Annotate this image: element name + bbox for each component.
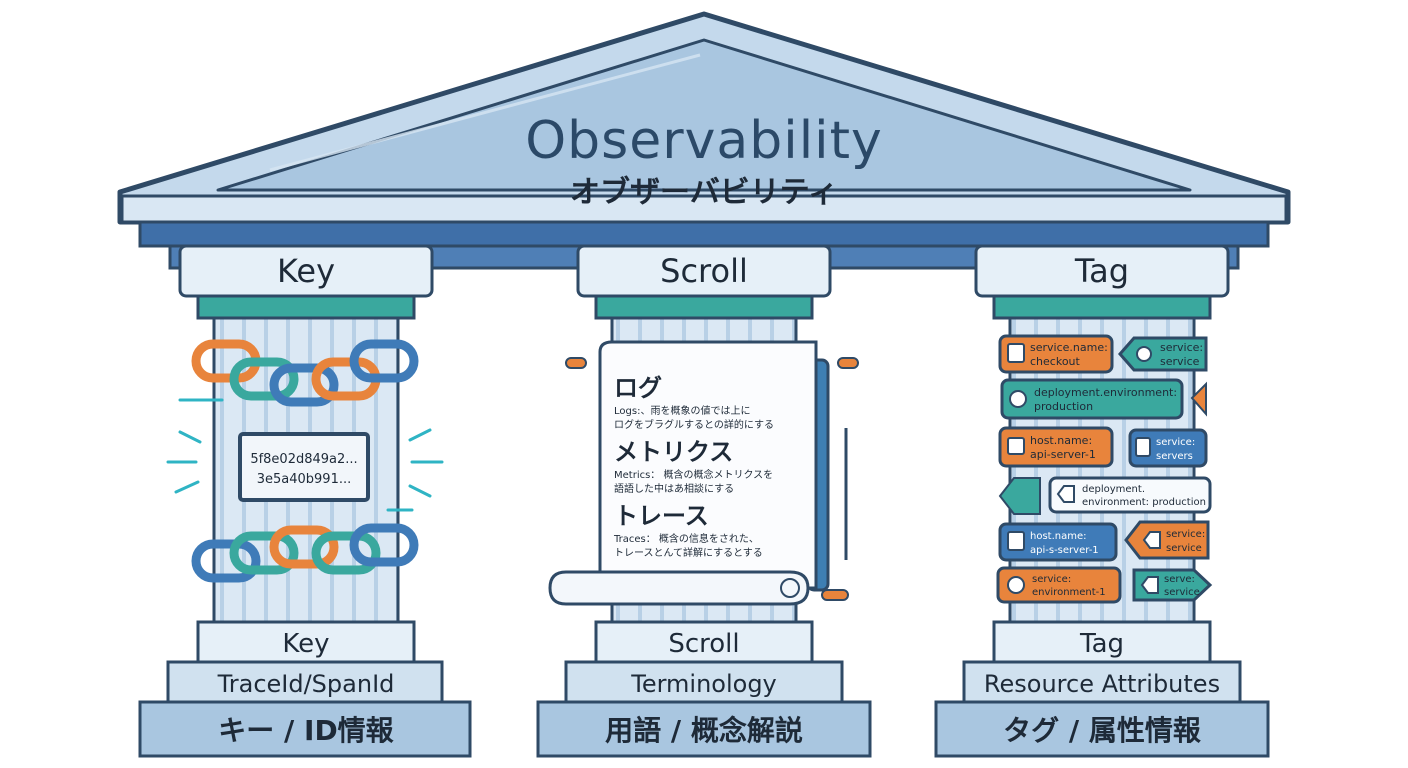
svg-text:host.name:: host.name: xyxy=(1030,434,1092,447)
svg-text:service:: service: xyxy=(1032,574,1071,585)
svg-text:deployment.: deployment. xyxy=(1082,484,1145,495)
pillar-tag-base-label: Tag xyxy=(1079,629,1124,659)
resource-tag: deployment. environment: production xyxy=(1048,476,1212,514)
tag-decor xyxy=(1190,381,1207,417)
pillar-scroll: Scroll ログ Logs:、雨を概象の値では上に ログをブラグルするとの詳的… xyxy=(536,244,872,758)
resource-tag: service: service xyxy=(1124,520,1210,560)
scroll-heading-metrics: メトリクス xyxy=(614,438,733,466)
chain-upper xyxy=(191,339,419,407)
svg-text:service.name:: service.name: xyxy=(1030,341,1108,354)
pillar-tag-base-sub: Resource Attributes xyxy=(984,670,1220,698)
pillar-key-plinth-label: キー / ID情報 xyxy=(218,714,394,747)
roof-subtitle: オブザーバビリティ xyxy=(570,175,838,210)
pillar-tag-plinth-label: タグ / 属性情報 xyxy=(1003,714,1202,747)
tag-icon xyxy=(1140,576,1159,594)
resource-tag: host.name: api-s-server-1 xyxy=(998,522,1118,562)
svg-text:deployment.environment:: deployment.environment: xyxy=(1034,386,1177,399)
server-icon xyxy=(1007,531,1025,551)
key-plaque-line-1: 5f8e02d849a2... xyxy=(250,452,357,467)
svg-text:serve:: serve: xyxy=(1164,574,1195,585)
resource-tag: service: service xyxy=(1118,336,1208,372)
svg-text:service:: service: xyxy=(1160,341,1203,354)
key-plaque-line-2: 3e5a40b991... xyxy=(257,472,352,487)
pillar-scroll-base-label: Scroll xyxy=(668,629,739,659)
svg-text:service:: service: xyxy=(1156,437,1195,448)
svg-text:environment: production: environment: production xyxy=(1082,497,1206,508)
scroll-body-traces-2: トレースとんて詳解にするとする xyxy=(614,546,763,559)
scroll-bottom-roll xyxy=(548,570,810,606)
server-icon xyxy=(1135,437,1151,457)
svg-text:host.name:: host.name: xyxy=(1030,531,1087,542)
scroll-body-logs-1: Logs:、雨を概象の値では上に xyxy=(614,404,750,417)
svg-text:servers: servers xyxy=(1156,451,1193,462)
resource-tag: host.name: api-server-1 xyxy=(998,426,1114,468)
scroll-body-metrics-2: 語語した中はあ相談にする xyxy=(614,482,734,495)
scroll-heading-logs: ログ xyxy=(614,374,662,402)
sparks xyxy=(166,398,444,512)
resource-tag: service: environment-1 xyxy=(996,566,1122,604)
scroll-body-traces-1: Traces： 概含の信息をされた、 xyxy=(613,532,759,545)
tag-decor xyxy=(998,477,1041,515)
pillar-tag-capital-label: Tag xyxy=(1074,252,1129,290)
pillar-key-base-sub: TraceId/SpanId xyxy=(217,670,395,698)
pillar-key: Key 5f8e02d849a2... 3e5a40b991... xyxy=(138,244,472,758)
roof-cornice xyxy=(120,194,1288,224)
network-icon xyxy=(1136,346,1152,362)
key-plaque xyxy=(238,432,370,502)
pillar-scroll-plinth-label: 用語 / 概念解説 xyxy=(605,714,803,747)
svg-text:service:: service: xyxy=(1166,529,1205,540)
scroll-heading-traces: トレース xyxy=(614,502,709,530)
pillar-key-plinth xyxy=(138,700,472,758)
chip-icon xyxy=(1007,437,1025,455)
pillar-scroll-base-sub: Terminology xyxy=(630,670,777,698)
roof-title: Observability xyxy=(525,111,883,171)
resource-tag: service.name: checkout xyxy=(998,334,1114,374)
gear-icon xyxy=(1009,390,1027,408)
scroll-paper xyxy=(598,340,818,590)
pillar-key-base-label: Key xyxy=(282,629,329,659)
svg-text:service: service xyxy=(1166,543,1202,554)
svg-text:service: service xyxy=(1160,355,1200,368)
svg-text:service: service xyxy=(1164,587,1200,598)
resource-tag: deployment.environment: production xyxy=(1000,378,1184,420)
roof-frieze-band xyxy=(138,220,1270,248)
resource-tag: service: servers xyxy=(1128,428,1208,468)
pillar-scroll-plinth xyxy=(536,700,872,758)
roof: Observability オブザーバビリティ xyxy=(117,11,1291,270)
scroll-body-logs-2: ログをブラグルするとの詳的にする xyxy=(614,418,774,431)
globe-icon xyxy=(1007,576,1025,594)
svg-text:checkout: checkout xyxy=(1030,355,1081,368)
server-icon xyxy=(1007,343,1025,363)
tag-icon xyxy=(1056,485,1075,503)
scroll-body-metrics-1: Metrics： 概含の概念メトリクスを xyxy=(614,468,773,481)
resource-tag: serve: service xyxy=(1132,568,1213,602)
pillar-tag-plinth xyxy=(934,700,1270,758)
tag-icon xyxy=(1142,531,1161,549)
pillar-key-capital-label: Key xyxy=(277,252,335,290)
svg-text:environment-1: environment-1 xyxy=(1032,587,1106,598)
svg-text:production: production xyxy=(1034,400,1093,413)
svg-text:api-server-1: api-server-1 xyxy=(1030,448,1096,461)
pillar-tag: Tag service.name: checkout service: serv… xyxy=(934,244,1270,758)
svg-text:api-s-server-1: api-s-server-1 xyxy=(1030,545,1099,556)
pillar-scroll-capital-label: Scroll xyxy=(660,252,748,290)
roof-tympanum xyxy=(216,38,1192,192)
chain-lower xyxy=(191,523,419,583)
